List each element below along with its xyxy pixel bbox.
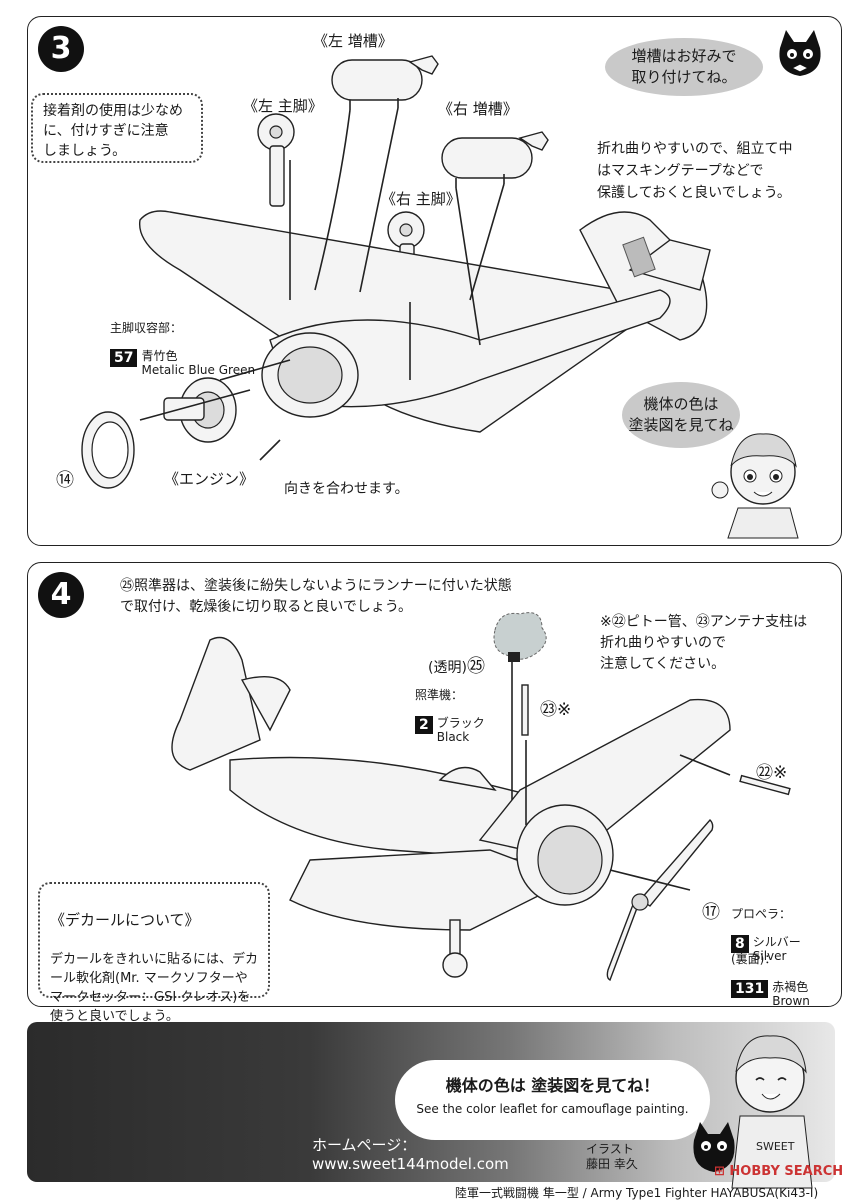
right-gear-label: 《右 主脚》 xyxy=(381,190,461,208)
back-color-en: Brown xyxy=(772,994,810,1008)
fragile-note: 折れ曲りやすいので、組立て中 はマスキングテープなどで 保護しておくと良いでしょ… xyxy=(597,141,793,201)
decal-title: 《デカールについて》 xyxy=(50,911,200,929)
sight-color-en: Black xyxy=(436,730,470,744)
prop-code: 8 xyxy=(731,935,749,953)
illust-name: 藤田 幸久 xyxy=(586,1157,638,1171)
clear-label: (透明) xyxy=(428,660,467,676)
footer-caption: 陸軍一式戦闘機 隼一型 / Army Type1 Fighter HAYABUS… xyxy=(455,1186,819,1200)
part-22-label: ㉒※ xyxy=(756,763,788,783)
homepage-link[interactable]: www.sweet144model.com xyxy=(312,1155,509,1173)
left-tank-label: 《左 増槽》 xyxy=(313,32,393,50)
engine-label: 《エンジン》 xyxy=(164,470,255,488)
wheel-well-color-jp: 青竹色 xyxy=(141,349,178,363)
prop-color-en: Silver xyxy=(752,949,787,963)
homepage-label: ホームページ： xyxy=(312,1136,417,1154)
decal-body: デカールをきれいに貼るには、デカ ール軟化剤(Mr. マークソフターや マークセ… xyxy=(50,952,259,1024)
prop-color-jp: シルバー xyxy=(752,935,801,949)
cat-mascot-icon xyxy=(779,30,821,76)
prop-label: プロペラ： xyxy=(731,907,792,921)
step3-airplane-illustration xyxy=(81,55,711,489)
watermark-icon: ⊞ xyxy=(714,1164,730,1179)
footer-color-bubble: 機体の色は 塗装図を見てね！ See the color leaflet for… xyxy=(395,1060,710,1140)
tank-optional-bubble: 増槽はお好みで 取り付けてね。 xyxy=(605,38,763,96)
back-code: 131 xyxy=(731,980,769,998)
pitot-note: ※㉒ピトー管、㉓アンテナ支柱は 折れ曲りやすいので 注意してください。 xyxy=(600,614,808,672)
girl-mascot-icon xyxy=(711,433,799,539)
part-14-label: ⑭ xyxy=(56,470,74,491)
part-17-label: ⑰ xyxy=(702,902,720,923)
sight-clear-label: (透明)㉕ xyxy=(428,652,485,678)
decal-note: 《デカールについて》 デカールをきれいに貼るには、デカ ール軟化剤(Mr. マー… xyxy=(38,882,270,1024)
watermark-text: HOBBY SEARCH xyxy=(729,1164,844,1179)
footer-bubble-jp: 機体の色は 塗装図を見てね！ xyxy=(445,1076,660,1095)
glue-note: 接着剤の使用は少なめ に、付けすぎに注意 しましょう。 xyxy=(31,93,203,163)
wheel-well-code: 57 xyxy=(110,349,138,367)
back-color-jp: 赤褐色 xyxy=(772,980,809,994)
sight-label: 照準機： xyxy=(415,688,464,702)
left-drop-tank xyxy=(331,55,439,110)
illust-label: イラスト xyxy=(586,1142,634,1156)
illust-credit: イラスト 藤田 幸久 xyxy=(586,1142,638,1172)
engine-part xyxy=(163,377,237,443)
right-tank-label: 《右 増槽》 xyxy=(438,100,518,118)
right-drop-tank xyxy=(441,131,549,188)
step4-number: 4 xyxy=(38,572,84,618)
footer-girl-mascot-icon: SWEET xyxy=(731,1035,813,1189)
align-note: 向きを合わせます。 xyxy=(284,481,409,497)
wheel-well-color-en: Metalic Blue Green xyxy=(141,363,256,377)
footer-bubble-en: See the color leaflet for camouflage pai… xyxy=(416,1102,689,1116)
back-label: (裏面)： xyxy=(731,952,777,966)
left-gear-label: 《左 主脚》 xyxy=(243,97,323,115)
part-25-label: ㉕ xyxy=(466,656,485,677)
footer-cat-mascot-icon xyxy=(693,1122,735,1172)
color-bubble: 機体の色は 塗装図を見てね xyxy=(622,382,740,448)
step3-number: 3 xyxy=(38,26,84,72)
left-main-gear xyxy=(257,113,295,207)
part-23-label: ㉓※ xyxy=(540,700,572,720)
step4-airplane-illustration xyxy=(171,612,791,981)
watermark: ⊞ HOBBY SEARCH xyxy=(714,1164,843,1179)
svg-text:SWEET: SWEET xyxy=(756,1140,795,1153)
wheel-well-label: 主脚収容部： xyxy=(110,321,183,335)
sight-color-jp: ブラック xyxy=(436,716,485,730)
sight-note: ㉕照準器は、塗装後に紛失しないようにランナーに付いた状態 で取付け、乾燥後に切り… xyxy=(120,578,512,615)
sight-code: 2 xyxy=(415,716,433,734)
